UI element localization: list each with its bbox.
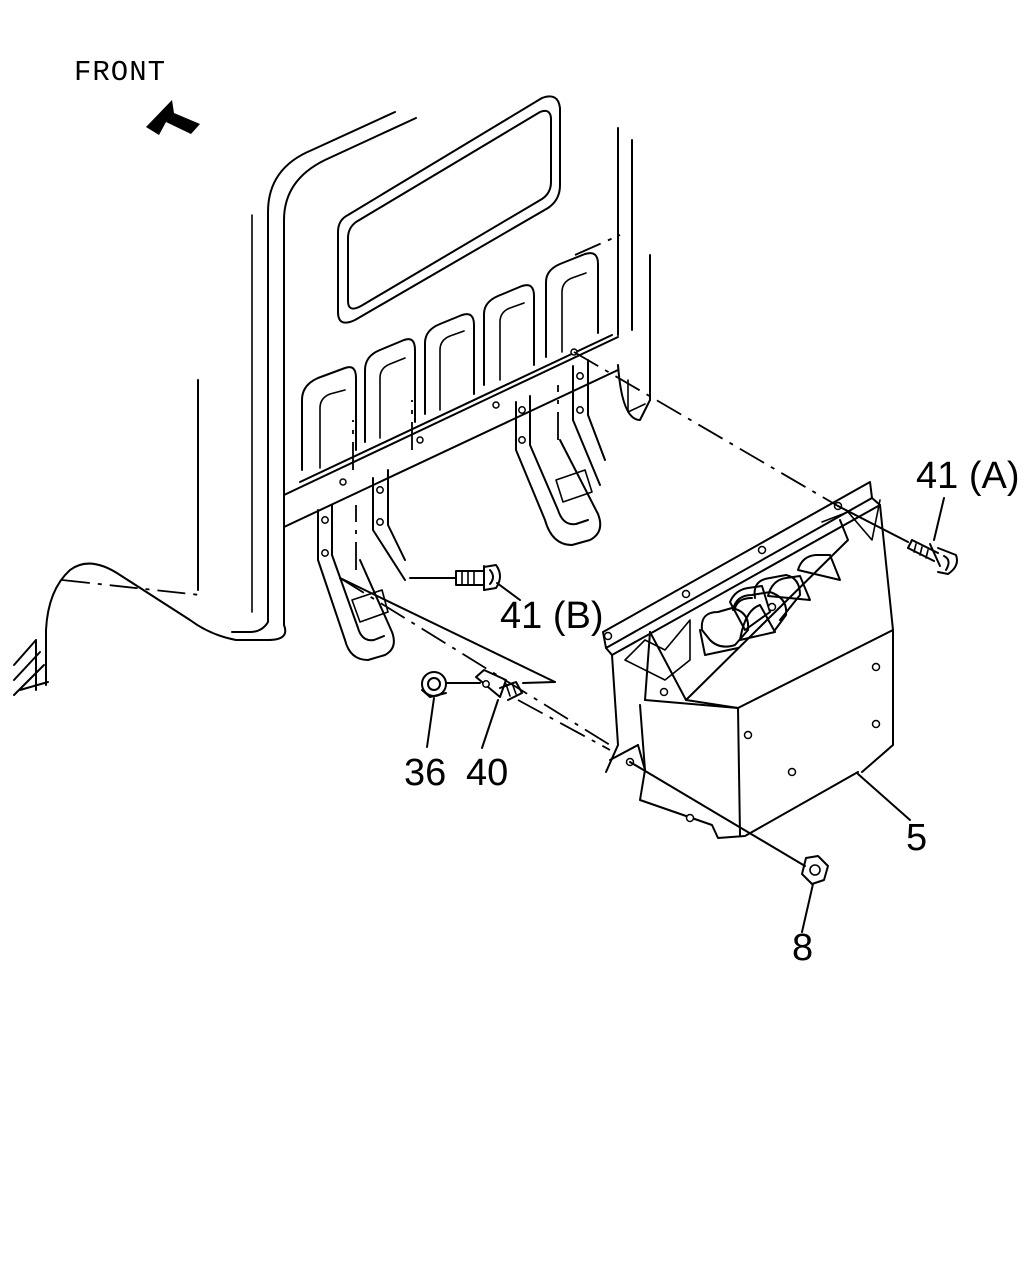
clip-40-icon bbox=[475, 669, 523, 701]
cover-panel bbox=[602, 481, 894, 839]
front-label: FRONT bbox=[74, 56, 166, 89]
cab-frame bbox=[13, 95, 651, 696]
callout-leaders bbox=[426, 497, 945, 933]
nut-8-icon bbox=[801, 855, 829, 885]
callout-8: 8 bbox=[792, 927, 813, 969]
assembly-lines bbox=[339, 351, 909, 867]
nut-36-icon bbox=[421, 671, 481, 698]
callout-5: 5 bbox=[906, 817, 927, 859]
callout-41b: 41 (B) bbox=[500, 595, 603, 637]
front-arrow-icon bbox=[146, 100, 200, 135]
bolt-41b-icon bbox=[455, 564, 501, 591]
bolt-41a-icon bbox=[907, 539, 958, 575]
mount-brackets bbox=[317, 348, 606, 661]
callout-36: 36 bbox=[404, 752, 446, 794]
callout-40: 40 bbox=[466, 752, 508, 794]
callout-41a: 41 (A) bbox=[916, 455, 1019, 497]
